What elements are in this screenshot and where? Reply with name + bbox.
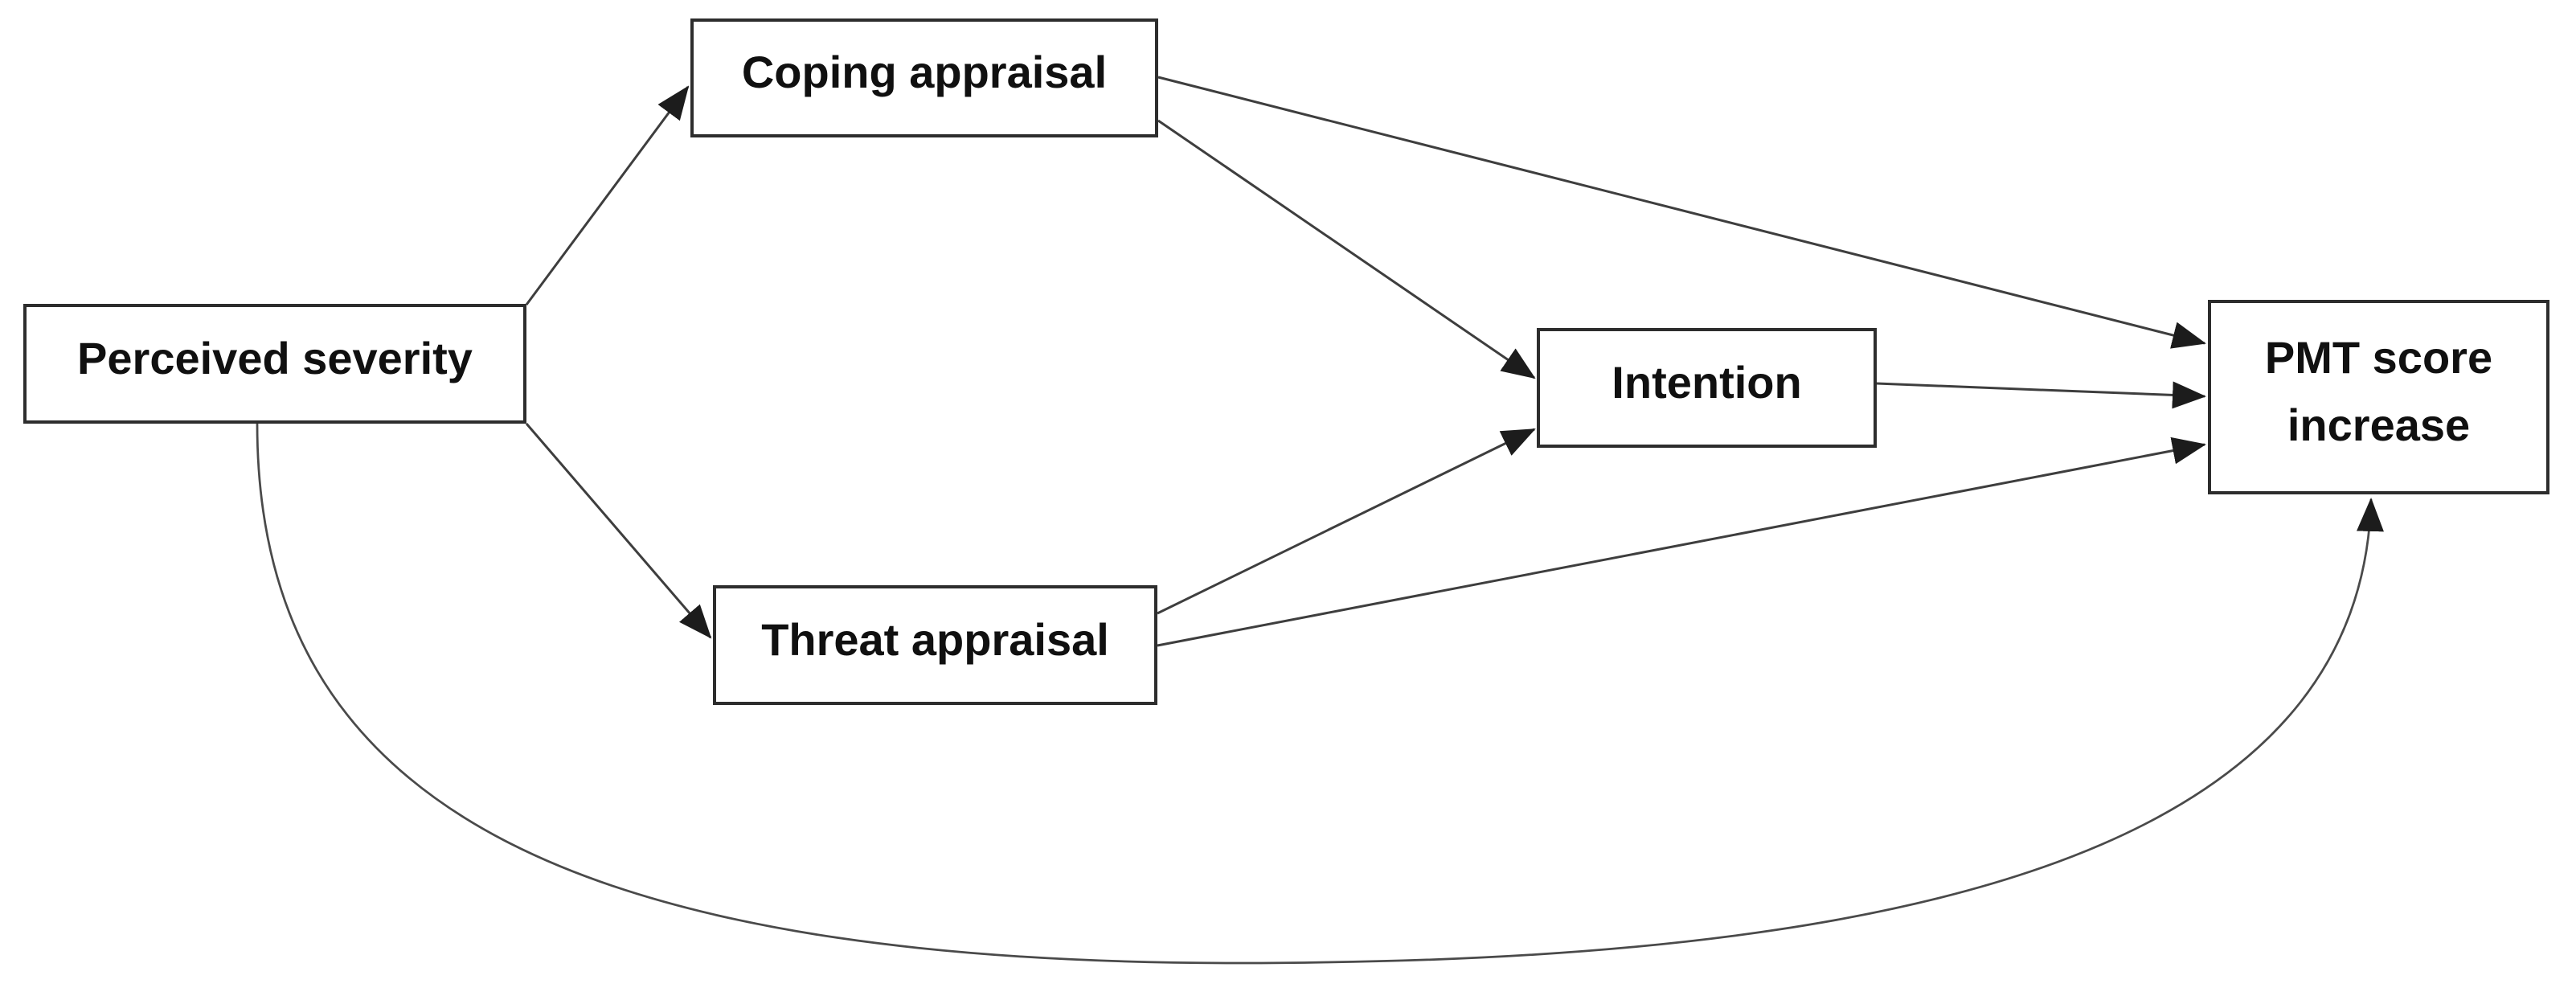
edge-perceived-severity-to-coping-appraisal (525, 85, 690, 305)
edge-intention-to-pmt-score-increase (1876, 381, 2206, 409)
node-pmt-score-increase: PMT score increase (2208, 300, 2549, 494)
edge-coping-appraisal-to-intention (1157, 119, 1536, 379)
edge-threat-appraisal-to-intention (1157, 428, 1536, 615)
node-label: Intention (1612, 356, 1802, 408)
node-label: PMT score increase (2264, 332, 2493, 450)
node-perceived-severity: Perceived severity (23, 304, 526, 424)
node-intention: Intention (1537, 328, 1877, 448)
node-coping-appraisal: Coping appraisal (690, 18, 1158, 137)
node-label: Threat appraisal (761, 613, 1109, 665)
node-label: Coping appraisal (741, 47, 1108, 97)
edge-perceived-severity-to-pmt-score-increase-curved (256, 423, 2384, 965)
node-threat-appraisal: Threat appraisal (713, 585, 1157, 705)
edge-coping-appraisal-to-pmt-score-increase (1157, 76, 2206, 349)
node-label: Perceived severity (77, 332, 473, 383)
edge-threat-appraisal-to-pmt-score-increase (1157, 437, 2206, 647)
edge-perceived-severity-to-threat-appraisal (525, 423, 712, 639)
